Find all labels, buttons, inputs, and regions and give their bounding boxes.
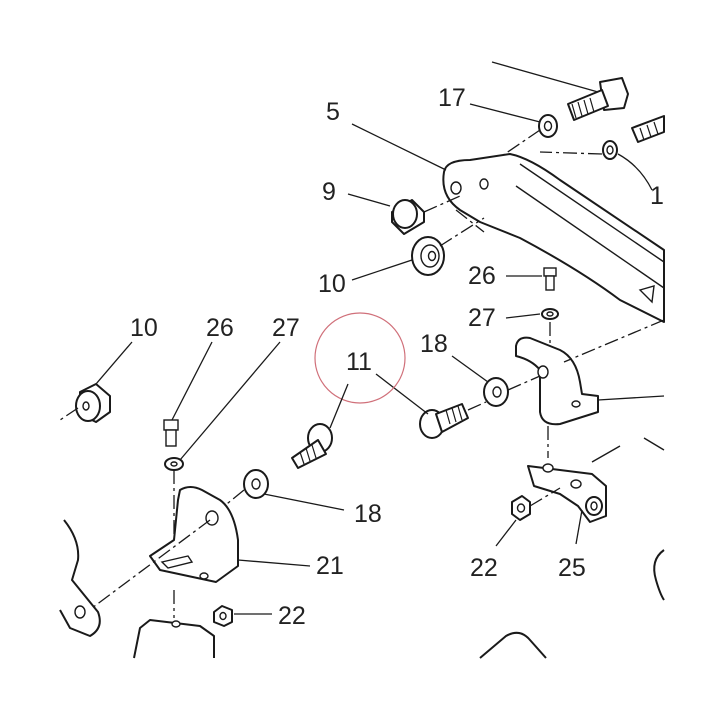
- bushing-10-top: [411, 236, 445, 276]
- bolt-1-partial: [602, 115, 665, 191]
- callout-26-left: 26: [206, 314, 234, 342]
- callout-10-top: 10: [318, 270, 346, 298]
- bolt-11-left: [291, 423, 333, 469]
- edge-right-2: [653, 549, 665, 601]
- bolt-11: [419, 403, 469, 439]
- washer-27-right: [541, 308, 559, 320]
- callout-17: 17: [438, 84, 466, 112]
- nut-22-right: [511, 495, 531, 521]
- callout-21: 21: [316, 552, 344, 580]
- callout-25: 25: [558, 554, 586, 582]
- spacer-9: [391, 199, 425, 235]
- bolt-26-left: [163, 419, 179, 447]
- callout-22-right: 22: [470, 554, 498, 582]
- bracket-21: [149, 486, 239, 583]
- bracket-25: [527, 445, 621, 523]
- highlight-circle: [314, 312, 406, 404]
- callout-9: 9: [322, 178, 336, 206]
- washer-18-right: [483, 377, 509, 407]
- callout-22-left: 22: [278, 602, 306, 630]
- callout-10-left: 10: [130, 314, 158, 342]
- bolt-17: [491, 61, 629, 121]
- nut-22-left: [213, 605, 233, 627]
- bracket-5: [442, 153, 665, 323]
- bracket-left-lower: [59, 519, 101, 637]
- callout-27-right: 27: [468, 304, 496, 332]
- bolt-26-right: [543, 267, 557, 291]
- washer-18-left: [243, 469, 269, 499]
- bracket-left-bottom: [133, 619, 215, 659]
- bracket-bottom-right: [479, 631, 547, 659]
- edge-right-1: [643, 437, 665, 451]
- callout-27-left: 27: [272, 314, 300, 342]
- callout-5: 5: [326, 98, 340, 126]
- bushing-10-left: [75, 383, 111, 423]
- washer-17: [538, 114, 558, 138]
- callout-18-left: 18: [354, 500, 382, 528]
- callout-18-right: 18: [420, 330, 448, 358]
- callout-26-right: 26: [468, 262, 496, 290]
- bracket-right-upper: [515, 336, 599, 426]
- callout-1-cut: 1: [650, 182, 664, 210]
- callout-11: 11: [346, 348, 372, 376]
